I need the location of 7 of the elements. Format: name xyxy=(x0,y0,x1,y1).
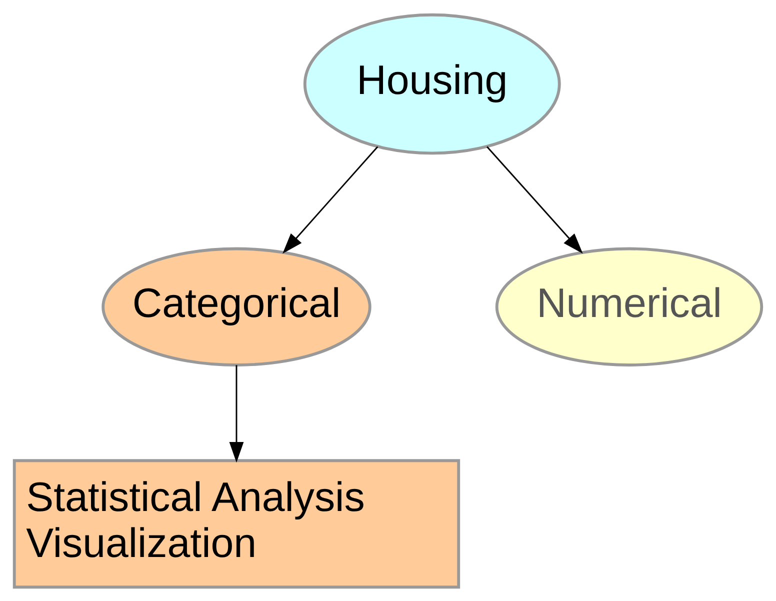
arrow xyxy=(229,364,244,462)
node-ellipse: Housing xyxy=(303,12,561,154)
node-box: Statistical Analysis Visualization xyxy=(12,458,460,588)
arrow xyxy=(486,146,583,254)
node-ellipse: Categorical xyxy=(102,246,372,366)
arrow xyxy=(282,146,378,254)
node-ellipse: Numerical xyxy=(495,246,764,366)
